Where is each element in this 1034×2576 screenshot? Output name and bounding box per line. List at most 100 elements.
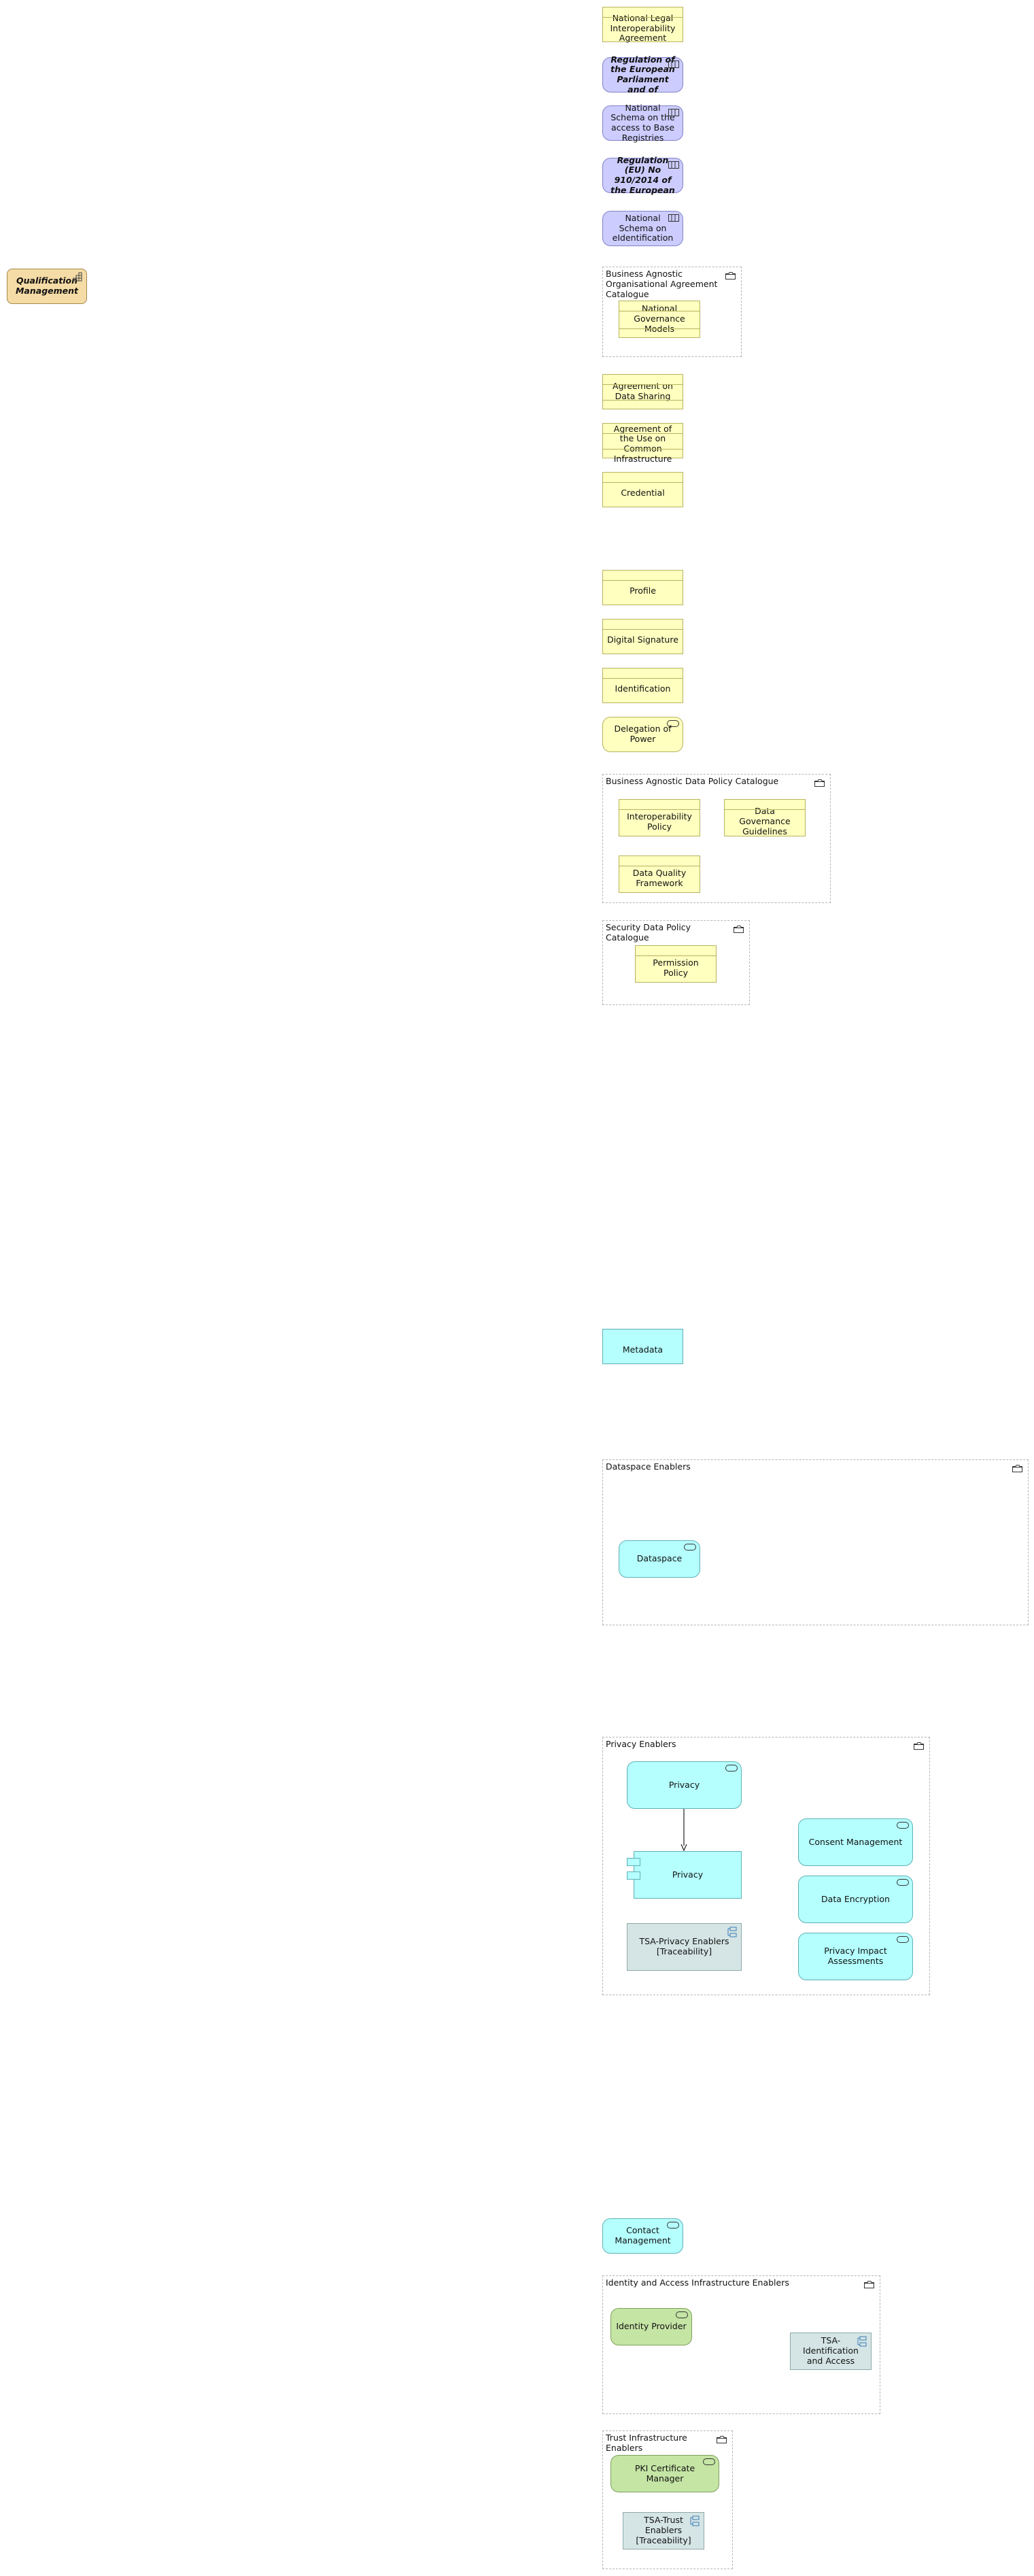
node-label: Agreement of the Use on Common Infrastru… <box>613 423 672 464</box>
data-governance-guidelines-node[interactable]: Data Governance Guidelines <box>724 799 806 836</box>
privacy-impact-assessments-node[interactable]: Privacy Impact Assessments <box>798 1933 913 1980</box>
node-label: Qualification Management <box>15 275 78 296</box>
consent-management-node[interactable]: Consent Management <box>798 1818 913 1866</box>
service-icon <box>684 1544 696 1550</box>
digital-signature-node[interactable]: Digital Signature <box>602 619 683 654</box>
node-label: National Schema on the access to Base Re… <box>610 102 675 143</box>
privacy-relationship-arrow <box>680 1809 687 1852</box>
node-label: Profile <box>630 585 656 596</box>
group-organisational-agreement-catalogue[interactable]: Business Agnostic Organisational Agreeme… <box>602 267 742 357</box>
group-data-policy-catalogue[interactable]: Business Agnostic Data Policy Catalogue <box>602 774 831 903</box>
data-quality-framework-node[interactable]: Data Quality Framework <box>619 855 700 893</box>
node-label: TSA-Trust Enablers [Traceability] <box>636 2515 691 2545</box>
pki-certificate-manager-node[interactable]: PKI Certificate Manager <box>610 2455 719 2492</box>
node-label: TSA-Identification and Access <box>803 2335 859 2366</box>
permission-policy-node[interactable]: Permission Policy <box>635 945 717 983</box>
node-label: Metadata <box>622 1344 664 1355</box>
national-governance-models-node[interactable]: National Governance Models <box>619 301 700 338</box>
group-label: Dataspace Enablers <box>606 1461 691 1472</box>
node-label: Regulation of the European Parliament an… <box>610 54 675 95</box>
service-icon <box>897 1936 909 1943</box>
service-icon <box>667 720 679 727</box>
contact-management-node[interactable]: Contact Management <box>602 2218 683 2254</box>
group-label: Security Data Policy Catalogue <box>606 922 691 943</box>
constraint-icon <box>668 214 679 222</box>
folder-icon <box>914 1742 924 1750</box>
group-label: Business Agnostic Data Policy Catalogue <box>606 776 779 786</box>
tsa-trust-enablers-node[interactable]: TSA-Trust Enablers [Traceability] <box>623 2512 704 2549</box>
node-label: Credential <box>621 487 665 498</box>
node-label: Permission Policy <box>653 957 699 978</box>
agreement-common-infrastructure-node[interactable]: Agreement of the Use on Common Infrastru… <box>602 423 683 464</box>
folder-icon <box>864 2281 874 2288</box>
agreement-data-sharing-node[interactable]: Agreement on Data Sharing <box>602 374 683 409</box>
data-encryption-node[interactable]: Data Encryption <box>798 1876 913 1923</box>
component-tab-icon <box>627 1858 640 1866</box>
application-component-icon <box>690 2515 700 2526</box>
node-label: Identity Provider <box>616 2321 687 2332</box>
group-security-data-policy-catalogue[interactable]: Security Data Policy Catalogue <box>602 920 750 1005</box>
component-tab-icon <box>627 1871 640 1880</box>
dataspace-service-node[interactable]: Dataspace <box>619 1540 700 1578</box>
constraint-icon <box>668 161 679 169</box>
node-label: Identification <box>615 683 671 694</box>
service-icon <box>703 2458 715 2465</box>
metadata-node[interactable]: Metadata <box>602 1329 683 1364</box>
node-label: Consent Management <box>808 1836 903 1847</box>
national-schema-base-registries-node[interactable]: National Schema on the access to Base Re… <box>602 102 683 143</box>
regulation-910-2014-node[interactable]: Regulation (EU) No 910/2014 of the Europ… <box>602 154 683 195</box>
group-label: Identity and Access Infrastructure Enabl… <box>606 2277 789 2288</box>
node-label: TSA-Privacy Enablers [Traceability] <box>639 1936 729 1956</box>
group-label: Business Agnostic Organisational Agreeme… <box>606 269 718 299</box>
service-icon <box>667 2222 679 2228</box>
node-label: National Legal Interoperability Agreemen… <box>610 12 676 44</box>
node-label: Digital Signature <box>607 634 678 645</box>
profile-node[interactable]: Profile <box>602 570 683 605</box>
node-label: Agreement on Data Sharing <box>613 381 673 401</box>
node-label: Privacy Impact Assessments <box>824 1946 887 1966</box>
service-icon <box>897 1879 909 1886</box>
node-label: Interoperability Policy <box>627 811 692 832</box>
folder-icon <box>717 2436 727 2443</box>
folder-icon <box>725 272 736 279</box>
node-label: Regulation (EU) No 910/2014 of the Europ… <box>610 154 675 195</box>
node-label: Privacy <box>672 1869 704 1880</box>
service-icon <box>897 1822 909 1829</box>
constraint-icon <box>668 109 679 116</box>
application-component-icon <box>727 1927 737 1937</box>
national-legal-interoperability-agreement-node[interactable]: National Legal Interoperability Agreemen… <box>602 7 683 44</box>
tsa-privacy-enablers-node[interactable]: TSA-Privacy Enablers [Traceability] <box>627 1923 742 1971</box>
node-label: National Schema on eIdentification <box>612 212 674 243</box>
group-trust-infrastructure-enablers[interactable]: Trust Infrastructure Enablers <box>602 2430 733 2569</box>
regulation-european-parliament-node[interactable]: Regulation of the European Parliament an… <box>602 54 683 95</box>
national-schema-eidentification-node[interactable]: National Schema on eIdentification <box>602 211 683 246</box>
identity-provider-node[interactable]: Identity Provider <box>610 2308 692 2345</box>
node-label: Data Governance Guidelines <box>739 806 791 836</box>
tsa-identification-access-node[interactable]: TSA-Identification and Access <box>790 2333 872 2370</box>
interoperability-policy-node[interactable]: Interoperability Policy <box>619 799 700 836</box>
folder-icon <box>734 926 744 933</box>
capability-icon <box>73 272 82 282</box>
folder-icon <box>1012 1465 1022 1472</box>
privacy-component-node[interactable]: Privacy <box>634 1851 742 1899</box>
group-label: Trust Infrastructure Enablers <box>606 2433 687 2453</box>
service-icon <box>725 1765 738 1772</box>
node-label: Contact Management <box>615 2225 671 2245</box>
node-label: Data Quality Framework <box>632 867 687 888</box>
group-identity-access-enablers[interactable]: Identity and Access Infrastructure Enabl… <box>602 2275 880 2414</box>
folder-icon <box>814 779 825 787</box>
node-label: Data Encryption <box>821 1893 890 1904</box>
qualification-management-node[interactable]: Qualification Management <box>7 269 87 304</box>
group-dataspace-enablers[interactable]: Dataspace Enablers <box>602 1459 1029 1625</box>
node-label: Dataspace <box>636 1553 683 1564</box>
credential-node[interactable]: Credential <box>602 472 683 507</box>
group-label: Privacy Enablers <box>606 1739 676 1749</box>
application-component-icon <box>857 2336 867 2347</box>
service-icon <box>676 2311 688 2318</box>
delegation-of-power-node[interactable]: Delegation of Power <box>602 717 683 752</box>
privacy-service-node[interactable]: Privacy <box>627 1761 742 1809</box>
identification-node[interactable]: Identification <box>602 668 683 703</box>
group-privacy-enablers[interactable]: Privacy Enablers <box>602 1737 930 1995</box>
node-label: PKI Certificate Manager <box>634 2462 695 2484</box>
